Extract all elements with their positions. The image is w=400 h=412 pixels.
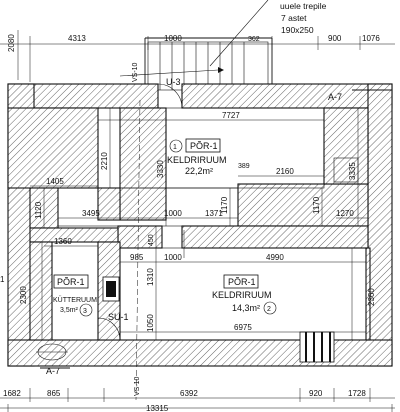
dim-900: 900 xyxy=(328,34,342,43)
dim-1170-a: 1170 xyxy=(220,196,229,214)
room-1-area: 22,2m² xyxy=(185,166,213,176)
dim-2360: 2360 xyxy=(367,288,376,306)
door-u3 xyxy=(157,83,183,109)
room-3-area: 3,5m² xyxy=(60,307,79,314)
dim-1371: 1371 xyxy=(205,209,223,218)
dim-920: 920 xyxy=(309,389,323,398)
dim-3335: 3335 xyxy=(348,162,357,180)
dim-4990: 4990 xyxy=(266,253,284,262)
stair-leader-line xyxy=(209,0,269,67)
dim-1000-low: 1000 xyxy=(164,253,182,262)
dim-985: 985 xyxy=(130,253,144,262)
dim-4313: 4313 xyxy=(68,34,86,43)
dim-1682: 1682 xyxy=(3,389,21,398)
dim-1050: 1050 xyxy=(146,314,155,332)
vs10-bottom-label: VS-10 xyxy=(134,376,141,396)
dim-362: 362 xyxy=(248,36,260,43)
dim-1076: 1076 xyxy=(362,34,380,43)
vs10-top-label: VS-10 xyxy=(132,62,139,82)
dim-7727: 7727 xyxy=(222,111,240,120)
room-1-name: KELDRIRUUM xyxy=(167,155,227,165)
stair-area xyxy=(119,0,273,92)
dim-6975: 6975 xyxy=(234,323,252,332)
dim-865: 865 xyxy=(47,389,61,398)
vent-column xyxy=(299,331,335,363)
section-a7-bottom: A-7 xyxy=(46,366,60,376)
dim-389: 389 xyxy=(238,163,250,170)
room-1-number: 1 xyxy=(173,144,177,151)
section-a7-top: A-7 xyxy=(328,92,342,102)
door-u3-label: U-3 xyxy=(166,77,181,87)
dim-3330: 3330 xyxy=(156,160,165,178)
side-mark-1: 1 xyxy=(0,275,5,284)
top-dimension-lines xyxy=(0,30,395,82)
dim-13315: 13315 xyxy=(146,404,169,412)
dim-1405: 1405 xyxy=(46,177,64,186)
room-label-3: PÕR-1 KÜTTERUUM 3,5m² 3 xyxy=(53,274,97,317)
room-1-code: PÕR-1 xyxy=(190,141,218,151)
stair-size-note: 190x250 xyxy=(281,25,314,35)
dim-2210: 2210 xyxy=(100,152,109,170)
room-2-number: 2 xyxy=(267,306,271,313)
dim-2300: 2300 xyxy=(19,286,28,304)
room-3-name: KÜTTERUUM xyxy=(53,296,97,304)
room-3-code: PÕR-1 xyxy=(57,277,85,287)
room-3-number: 3 xyxy=(83,308,87,315)
outer-walls xyxy=(7,83,393,367)
room-2-name: KELDRIRUUM xyxy=(212,290,272,300)
internal-dimension-lines xyxy=(30,108,368,340)
section-lines xyxy=(40,89,392,401)
room-outlines xyxy=(51,107,367,341)
dim-1170-b: 1170 xyxy=(312,196,321,214)
dim-1000-mid: 1000 xyxy=(164,209,182,218)
dim-1310: 1310 xyxy=(146,268,155,286)
dim-1360: 1360 xyxy=(54,237,72,246)
room-2-area: 14,3m² xyxy=(232,303,260,313)
stair-note: uuele trepile xyxy=(280,1,327,11)
room-label-1: 1 PÕR-1 KELDRIRUUM 22,2m² xyxy=(167,138,227,176)
dim-1000-top: 1000 xyxy=(164,34,182,43)
door-su1 xyxy=(97,317,121,341)
door-su1-label: SU-1 xyxy=(108,312,129,322)
dim-1270: 1270 xyxy=(336,209,354,218)
dim-450: 450 xyxy=(148,234,155,246)
dim-3495: 3495 xyxy=(82,209,100,218)
room-2-code: PÕR-1 xyxy=(228,277,256,287)
bottom-dimension-lines xyxy=(0,388,395,412)
dim-1120: 1120 xyxy=(34,201,43,219)
dim-2160: 2160 xyxy=(276,167,294,176)
dim-1728: 1728 xyxy=(348,389,366,398)
dim-6392: 6392 xyxy=(180,389,198,398)
dim-2080: 2080 xyxy=(7,34,16,52)
floor-drain xyxy=(36,343,68,361)
stair-steps-note: 7 astet xyxy=(281,13,307,23)
room-label-2: PÕR-1 KELDRIRUUM 14,3m² 2 xyxy=(212,274,277,315)
